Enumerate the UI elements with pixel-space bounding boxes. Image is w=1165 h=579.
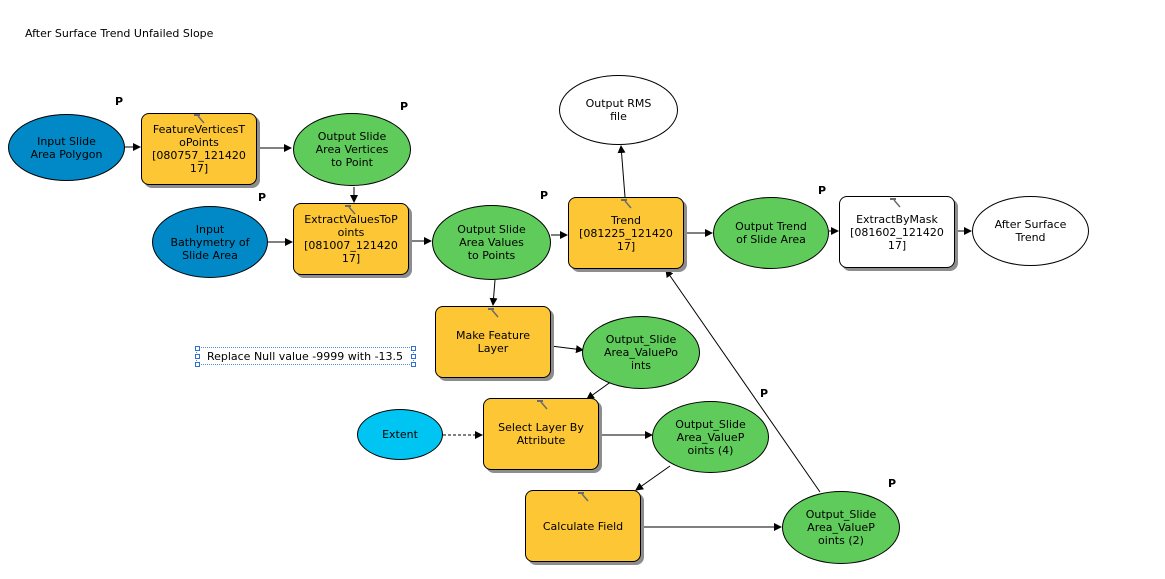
- feature-vertices-to-points-tool[interactable]: FeatureVerticesT oPoints [080757_121420 …: [141, 113, 257, 185]
- hammer-icon: [194, 114, 205, 124]
- hammer-icon: [488, 308, 499, 318]
- parameter-marker: P: [760, 387, 769, 400]
- extent[interactable]: Extent: [357, 409, 443, 460]
- hammer-icon: [890, 198, 901, 208]
- hammer-icon: [578, 492, 589, 502]
- selection-handle[interactable]: [411, 362, 416, 367]
- input-slide-area-polygon[interactable]: Input Slide Area Polygon: [8, 114, 125, 181]
- connector: [550, 345, 584, 354]
- output-slide-area-valuepoints-4[interactable]: Output_Slide Area_ValueP oints (4): [652, 401, 769, 473]
- parameter-marker: P: [400, 100, 409, 113]
- hammer-icon: [537, 400, 548, 410]
- selection-handle[interactable]: [195, 362, 200, 367]
- model-title: After Surface Trend Unfailed Slope: [25, 27, 214, 40]
- connector: [586, 380, 613, 400]
- input-bathymetry[interactable]: Input Bathymetry of Slide Area: [152, 206, 268, 278]
- output-slide-area-valuepoints[interactable]: Output_Slide Area_ValuePo ints: [582, 316, 700, 389]
- selection-handle[interactable]: [195, 354, 200, 359]
- selection-handle[interactable]: [411, 354, 416, 359]
- extract-values-to-points-tool[interactable]: ExtractValuesToP oints [081007_121420 17…: [293, 203, 409, 275]
- calculate-field-tool[interactable]: Calculate Field: [525, 490, 641, 562]
- parameter-marker: P: [818, 184, 827, 197]
- replace-null-note[interactable]: Replace Null value -9999 with -13.5: [196, 347, 414, 365]
- select-layer-by-attribute-tool[interactable]: Select Layer By Attribute: [483, 398, 599, 470]
- hammer-icon: [345, 205, 356, 215]
- parameter-marker: P: [115, 95, 124, 108]
- connector: [635, 465, 671, 491]
- parameter-marker: P: [258, 191, 267, 204]
- output-trend[interactable]: Output Trend of Slide Area: [713, 197, 829, 269]
- connector: [489, 279, 498, 306]
- connector: [665, 269, 821, 493]
- extract-by-mask-tool[interactable]: ExtractByMask [081602_121420 17]: [839, 196, 955, 268]
- selection-handle[interactable]: [195, 346, 200, 351]
- output-rms-file[interactable]: Output RMS file: [559, 75, 678, 145]
- trend-tool[interactable]: Trend [081225_121420 17]: [568, 197, 684, 269]
- after-surface-trend[interactable]: After Surface Trend: [972, 196, 1089, 266]
- output-slide-area-valuepoints-2[interactable]: Output_Slide Area_ValueP oints (2): [782, 491, 900, 564]
- output-slide-area-values[interactable]: Output Slide Area Values to Points: [432, 205, 551, 280]
- parameter-marker: P: [540, 189, 549, 202]
- make-feature-layer-tool[interactable]: Make Feature Layer: [435, 306, 551, 378]
- connector: [617, 145, 626, 198]
- hammer-icon: [621, 199, 632, 209]
- parameter-marker: P: [888, 477, 897, 490]
- selection-handle[interactable]: [411, 346, 416, 351]
- output-slide-area-vertices[interactable]: Output Slide Area Vertices to Point: [293, 113, 411, 186]
- note-text: Replace Null value -9999 with -13.5: [206, 349, 404, 363]
